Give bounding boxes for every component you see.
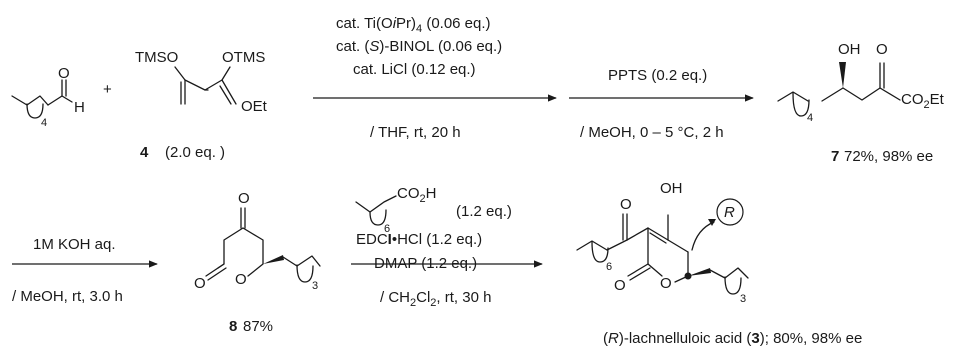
aldehyde-hydrogen: H — [74, 99, 85, 116]
diene-otms-right: OTMS — [222, 49, 265, 66]
step4-condition-edci: EDCI•HCl (1.2 eq.) — [356, 231, 482, 248]
step2-solvent: / MeOH, 0 – 5 °C, 2 h — [580, 124, 724, 141]
product8-ketone-oxygen: O — [238, 190, 250, 207]
diene-oet: OEt — [241, 98, 268, 115]
product8-ring-oxygen: O — [235, 271, 247, 288]
product8-carbonyl-oxygen: O — [194, 275, 206, 292]
diene-equiv: (2.0 eq. ) — [165, 144, 225, 161]
product8-number: 8 — [229, 318, 237, 335]
step1-solvent: / THF, rt, 20 h — [370, 124, 461, 141]
step3-reagent: 1M KOH aq. — [33, 236, 116, 253]
step4-solvent: / CH2Cl2, rt, 30 h — [380, 289, 491, 309]
product3-caption: (R)-lachnelluloic acid (3); 80%, 98% ee — [603, 330, 862, 347]
product7-ketone-oxygen: O — [876, 41, 888, 58]
diene-4-structure: TMSO OTMS OEt 4 (2.0 eq. ) — [135, 49, 268, 161]
step3-solvent: / MeOH, rt, 3.0 h — [12, 288, 123, 305]
hexanal-structure: O H 4 — [11, 65, 85, 129]
product3-carbonyl-oxygen: O — [614, 277, 626, 294]
product8-yield: 87% — [243, 318, 273, 335]
acid-chain-subscript: 6 — [384, 223, 390, 235]
product7-ester: CO2Et — [901, 91, 945, 111]
product3-hydroxyl: OH — [660, 180, 683, 197]
product-3-structure: 6 O OH O O 3 R (R)-lachnelluloic acid (3… — [576, 180, 862, 347]
product-8-structure: O O O 3 8 87% — [194, 190, 321, 335]
diene-compound-number: 4 — [140, 144, 149, 161]
product3-ketone-oxygen: O — [620, 196, 632, 213]
product3-chain-subscript: 6 — [606, 261, 612, 273]
product3-alkyl-subscript: 3 — [740, 293, 746, 305]
aldehyde-oxygen: O — [58, 65, 70, 82]
diene-tmso-left: TMSO — [135, 49, 178, 66]
product7-chain-subscript: 4 — [807, 112, 813, 124]
product8-chain-subscript: 3 — [312, 280, 318, 292]
step4-condition-dmap: DMAP (1.2 eq.) — [374, 255, 477, 272]
step2-reagent: PPTS (0.2 eq.) — [608, 67, 707, 84]
step1-condition-2: cat. (S)-BINOL (0.06 eq.) — [336, 38, 502, 55]
product7-hydroxyl: OH — [838, 41, 861, 58]
product3-ring-oxygen: O — [660, 275, 672, 292]
product7-number: 7 — [831, 148, 839, 165]
octanoic-acid-reagent: 6 CO2H (1.2 eq.) — [355, 185, 512, 235]
product7-yield: 72%, 98% ee — [844, 148, 933, 165]
step1-condition-1: cat. Ti(OiPr)4 (0.06 eq.) — [336, 15, 491, 35]
plus-sign: + — [103, 81, 112, 98]
aldehyde-chain-subscript: 4 — [41, 117, 47, 129]
stereo-config-label: R — [724, 204, 735, 221]
acid-group: CO2H — [397, 185, 436, 205]
step1-condition-3: cat. LiCl (0.12 eq.) — [353, 61, 476, 78]
product-7-structure: 4 OH O CO2Et 7 72%, 98% ee — [777, 41, 945, 165]
acid-equiv: (1.2 eq.) — [456, 203, 512, 220]
